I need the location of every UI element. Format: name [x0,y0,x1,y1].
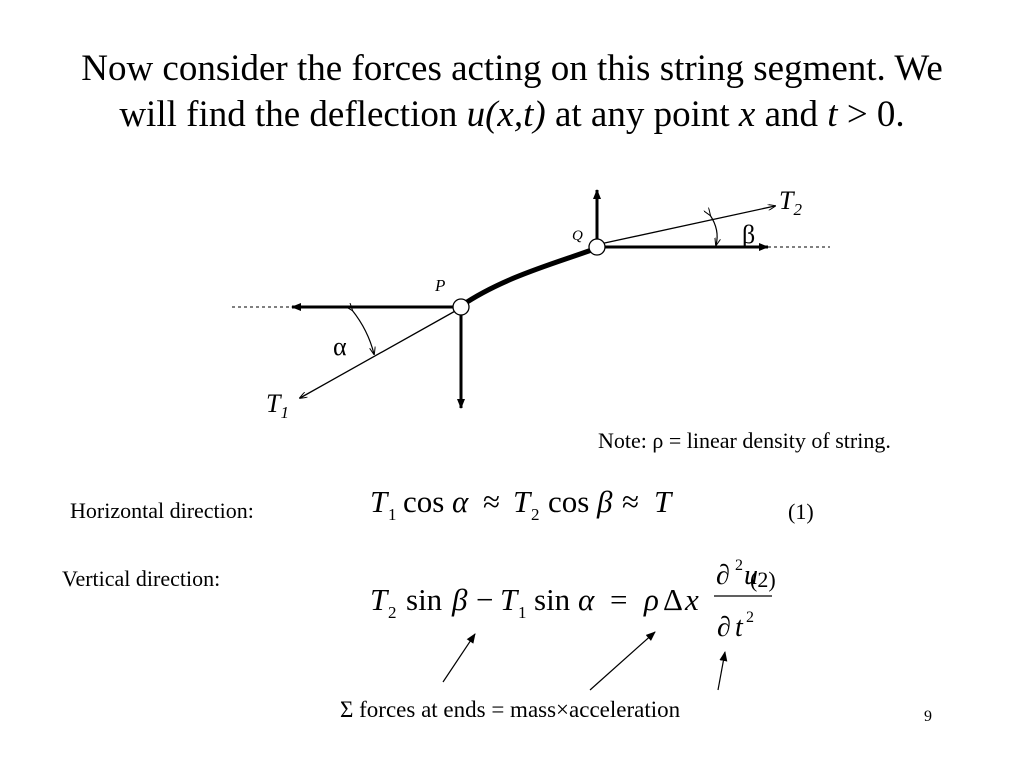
alpha-label: α [333,332,347,361]
t2-tension-arrow [599,206,775,245]
slide-title: Now consider the forces acting on this s… [0,46,1024,138]
svg-text:Δ: Δ [663,582,683,617]
title-text: at any point [545,94,739,135]
svg-text:2: 2 [746,609,754,626]
svg-text:≈: ≈ [622,484,639,519]
alpha-angle-arc [352,310,374,354]
t2-label: T2 [779,186,802,219]
svg-text:T: T [500,582,520,617]
vertical-direction-label: Vertical direction: [62,566,221,591]
title-t-symbol: t [827,94,838,135]
svg-text:β: β [596,484,613,519]
svg-text:≈: ≈ [483,484,500,519]
beta-label: β [742,220,755,249]
svg-text:T: T [370,582,390,617]
title-text: will find the deflection [119,94,467,135]
horizontal-equation: T 1 cos α ≈ T 2 cos β ≈ T [370,484,674,524]
point-q-marker [588,238,606,256]
svg-text:α: α [578,582,595,617]
svg-text:∂: ∂ [717,612,731,643]
svg-text:cos: cos [548,484,589,519]
title-line-1: Now consider the forces acting on this s… [81,48,943,89]
svg-text:2: 2 [531,505,540,524]
point-p-marker [452,298,470,316]
svg-text:u: u [744,560,758,591]
beta-angle-arc [710,215,717,245]
title-text: and [755,94,828,135]
svg-text:ρ: ρ [643,582,659,617]
svg-text:=: = [610,582,627,617]
page-number: 9 [924,708,932,725]
string-segment [459,245,598,309]
p-label: P [434,276,445,295]
svg-text:sin: sin [406,582,443,617]
density-note: Note: ρ = linear density of string. [598,428,891,453]
vertical-equation: T 2 sin β − T 1 sin α = ρ Δ x ∂ 2 u ∂ t … [370,557,772,643]
svg-text:2: 2 [388,603,397,622]
title-x-symbol: x [738,94,756,135]
title-u-symbol: u(x,t) [466,94,546,135]
t1-label: T1 [266,389,289,422]
svg-text:α: α [452,484,469,519]
svg-text:−: − [476,582,493,617]
svg-text:T: T [513,484,533,519]
svg-text:cos: cos [403,484,444,519]
equation-1-number: (1) [788,499,814,524]
horizontal-direction-label: Horizontal direction: [70,498,254,523]
q-label: Q [572,228,583,244]
svg-text:1: 1 [388,505,397,524]
svg-text:2: 2 [735,557,743,574]
svg-text:T: T [654,484,674,519]
title-text: > 0. [837,94,905,135]
svg-text:β: β [451,582,468,617]
svg-text:∂: ∂ [716,560,730,591]
svg-text:sin: sin [534,582,571,617]
svg-text:x: x [684,582,699,617]
svg-text:T: T [370,484,390,519]
t1-tension-arrow [300,309,458,398]
newton-law-caption: Σ forces at ends = mass×acceleration [340,697,681,722]
svg-text:t: t [735,612,744,643]
title-line-2: will find the deflection u(x,t) at any p… [0,92,1024,138]
svg-text:1: 1 [518,603,527,622]
equation-2-number: (2) [750,567,776,592]
